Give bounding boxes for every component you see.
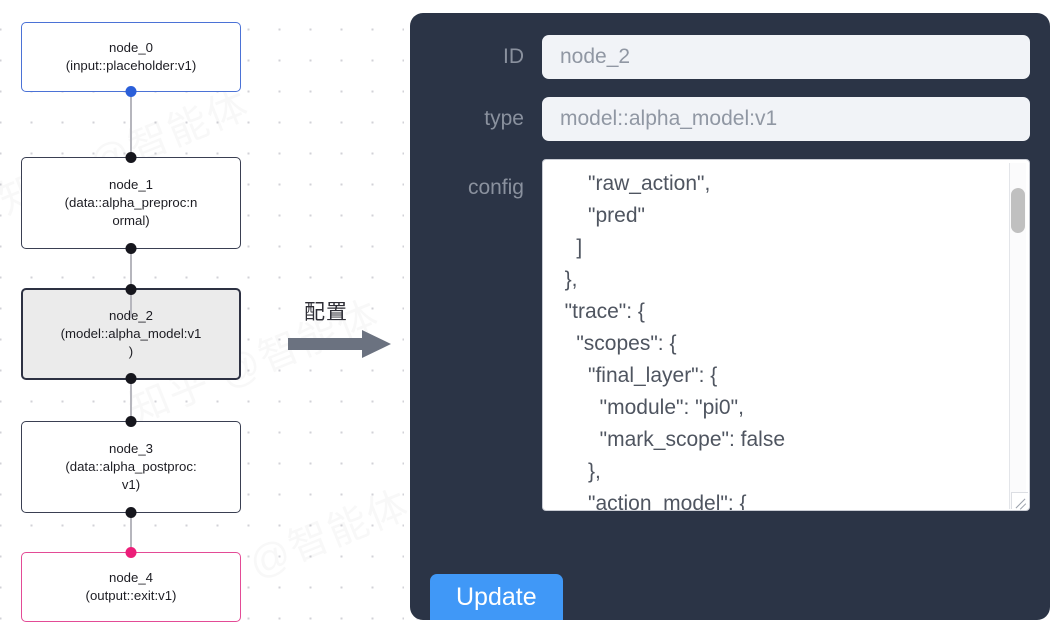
form-row-type: type [430, 97, 1030, 141]
graph-node-label: node_2 (model::alpha_model:v1 ) [60, 308, 202, 359]
graph-node-label: node_1 (data::alpha_preproc:n ormal) [64, 177, 198, 228]
graph-node-node_1[interactable]: node_1 (data::alpha_preproc:n ormal) [21, 152, 241, 254]
id-field-label: ID [503, 45, 524, 68]
config-textarea[interactable]: "raw_action", "pred" ] }, "trace": { "sc… [543, 160, 1029, 510]
config-field-label: config [467, 176, 524, 199]
arrow-label: 配置 [304, 300, 348, 324]
graph-node-node_0[interactable]: node_0 (input::placeholder:v1) [21, 22, 241, 97]
config-scrollbar-track[interactable] [1009, 163, 1026, 509]
config-scrollbar-thumb[interactable] [1011, 188, 1025, 233]
node-handle-top[interactable] [125, 416, 137, 427]
graph-node-node_3[interactable]: node_3 (data::alpha_postproc: v1) [21, 416, 241, 518]
node-handle-bottom[interactable] [125, 507, 137, 518]
node-handle-top[interactable] [125, 284, 137, 295]
graph-canvas[interactable]: 知乎 @智能体 知乎 @智能体 知乎 @智能体 node_0 (input::p… [0, 0, 416, 643]
graph-node-label: node_3 (data::alpha_postproc: v1) [65, 441, 197, 492]
id-input[interactable] [542, 35, 1030, 79]
config-textarea-wrapper[interactable]: "raw_action", "pred" ] }, "trace": { "sc… [542, 159, 1030, 511]
edge-node1-node2 [130, 248, 132, 318]
graph-node-node_4[interactable]: node_4 (output::exit:v1) [21, 547, 241, 622]
arrow-icon [288, 330, 391, 358]
textarea-resize-handle[interactable] [1011, 492, 1028, 509]
transition-arrow-group: 配置 [288, 296, 396, 366]
edge-node3-node4 [130, 512, 132, 552]
form-row-id: ID [430, 35, 1030, 79]
node-config-panel: ID type config "raw_action", "pred" ] },… [410, 13, 1050, 620]
graph-node-label: node_4 (output::exit:v1) [85, 570, 177, 603]
edge-node0-node1 [130, 90, 132, 160]
graph-node-label: node_0 (input::placeholder:v1) [65, 40, 197, 73]
form-row-config: config "raw_action", "pred" ] }, "trace"… [430, 159, 1030, 511]
node-handle-bottom[interactable] [125, 373, 137, 384]
node-handle-top[interactable] [125, 547, 137, 558]
node-handle-bottom[interactable] [125, 86, 137, 97]
update-button[interactable]: Update [430, 574, 563, 620]
edge-node2-node3 [130, 377, 132, 421]
node-handle-bottom[interactable] [125, 243, 137, 254]
node-handle-top[interactable] [125, 152, 137, 163]
type-input[interactable] [542, 97, 1030, 141]
type-field-label: type [484, 107, 524, 130]
